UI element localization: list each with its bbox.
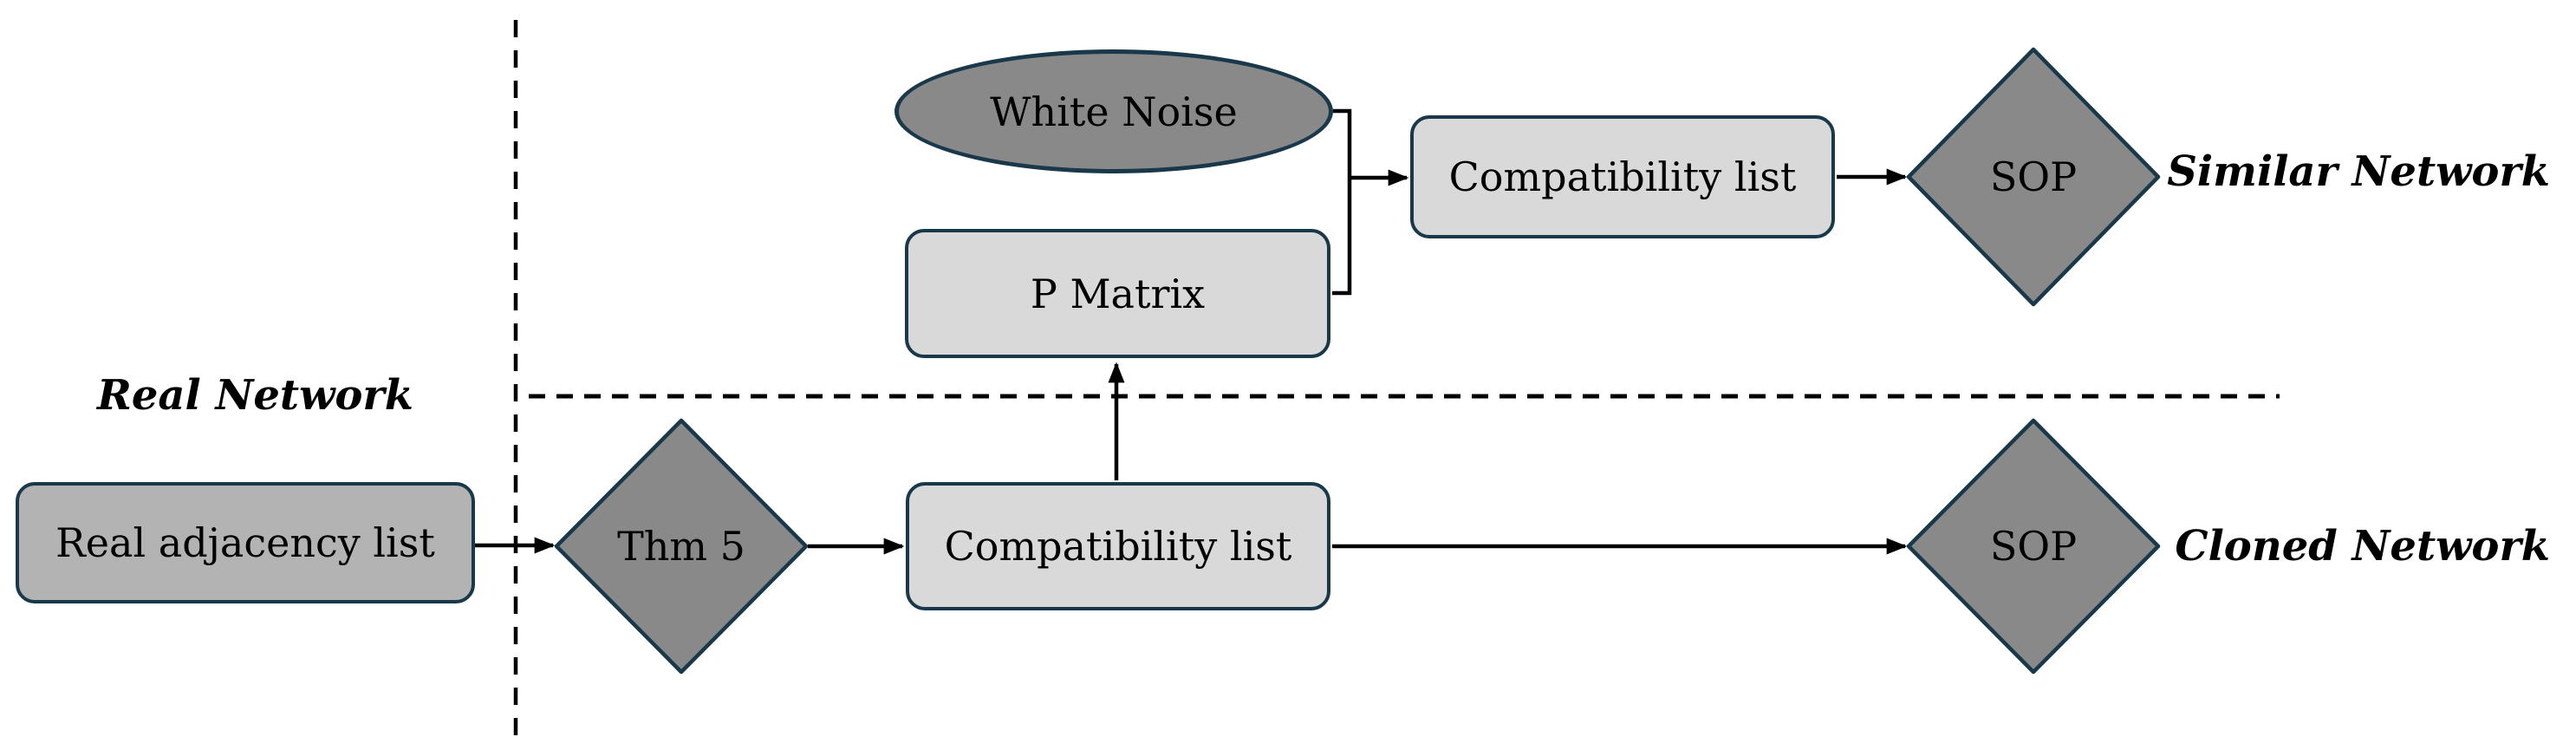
similar-network-region-label: Similar Network <box>2167 147 2550 196</box>
thm5-diamond <box>554 418 809 675</box>
compatibility-list-top-node: Compatibility list <box>1410 115 1835 238</box>
p-matrix-node: P Matrix <box>905 229 1330 358</box>
white-noise-label: White Noise <box>990 88 1238 135</box>
white-noise-node: White Noise <box>894 49 1333 173</box>
compatibility-list-top-label: Compatibility list <box>1448 153 1797 200</box>
sop-top-diamond <box>1906 47 2161 307</box>
real-network-region-label: Real Network <box>97 371 413 420</box>
cloned-network-region-label: Cloned Network <box>2175 522 2550 571</box>
real-adjacency-list-label: Real adjacency list <box>55 519 435 566</box>
sop-bottom-diamond <box>1906 418 2161 675</box>
compatibility-list-bottom-label: Compatibility list <box>944 523 1292 570</box>
real-adjacency-list-node: Real adjacency list <box>16 482 475 603</box>
compatibility-list-bottom-node: Compatibility list <box>906 482 1330 610</box>
bracket-white-noise-p-matrix <box>1332 108 1352 296</box>
p-matrix-label: P Matrix <box>1030 270 1206 317</box>
